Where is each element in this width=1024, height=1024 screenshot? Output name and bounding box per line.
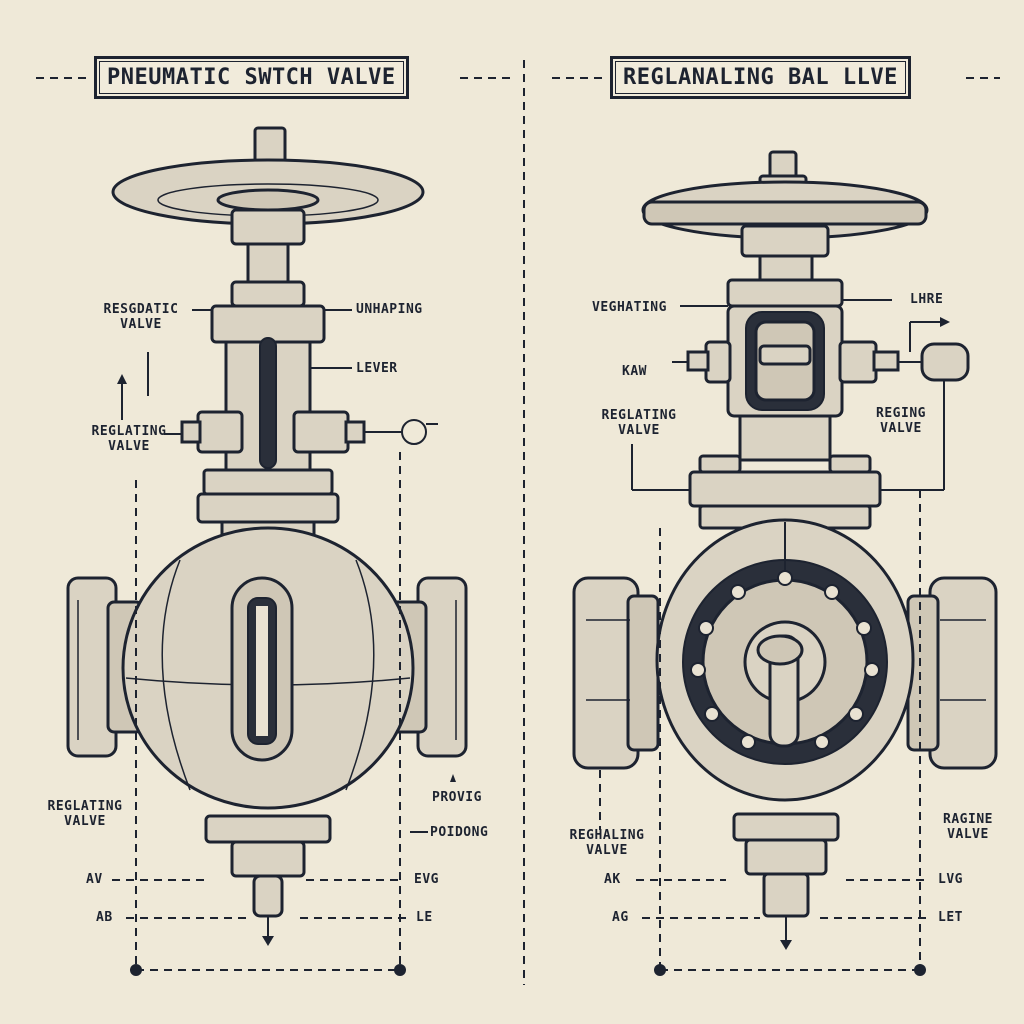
right-dim-label-3: LVG [938,872,963,887]
left-label-bottom-right-2: POIDONG [430,825,489,840]
right-dim-label-2: AG [612,910,629,925]
right-label-mid-right: REGING VALVE [876,406,926,436]
right-label-top-left: VEGHATING [592,300,667,315]
right-label-kaw: KAW [622,364,647,379]
left-label-mid-left: REGLATING VALVE [91,424,167,454]
right-dim-label-1: AK [604,872,621,887]
left-label-bottom-left: REGLATING VALVE [47,799,123,829]
left-dim-label-1: AV [86,872,103,887]
right-label-bottom-left: REGHALING VALVE [569,828,645,858]
right-valve [572,150,998,950]
right-panel-title: REGLANALING BAL LLVE [610,56,911,99]
left-panel-title: PNEUMATIC SWTCH VALVE [94,56,409,99]
left-dim-label-4: LE [416,910,433,925]
left-dim-label-2: AB [96,910,113,925]
left-label-bottom-right-1: PROVIG [432,790,482,805]
left-dimension-lines [112,309,456,976]
left-label-top-left: RESGDATIC VALVE [103,302,179,332]
left-label-lever: LEVER [356,361,398,376]
left-dim-label-3: EVG [414,872,439,887]
left-valve [66,126,468,946]
right-label-mid-left: REGLATING VALVE [601,408,677,438]
right-label-bottom-right: RAGINE VALVE [943,812,993,842]
right-dimension-lines [599,299,950,976]
right-dim-label-4: LET [938,910,963,925]
right-label-top-right: LHRE [910,292,944,307]
left-label-top-right: UNHAPING [356,302,423,317]
